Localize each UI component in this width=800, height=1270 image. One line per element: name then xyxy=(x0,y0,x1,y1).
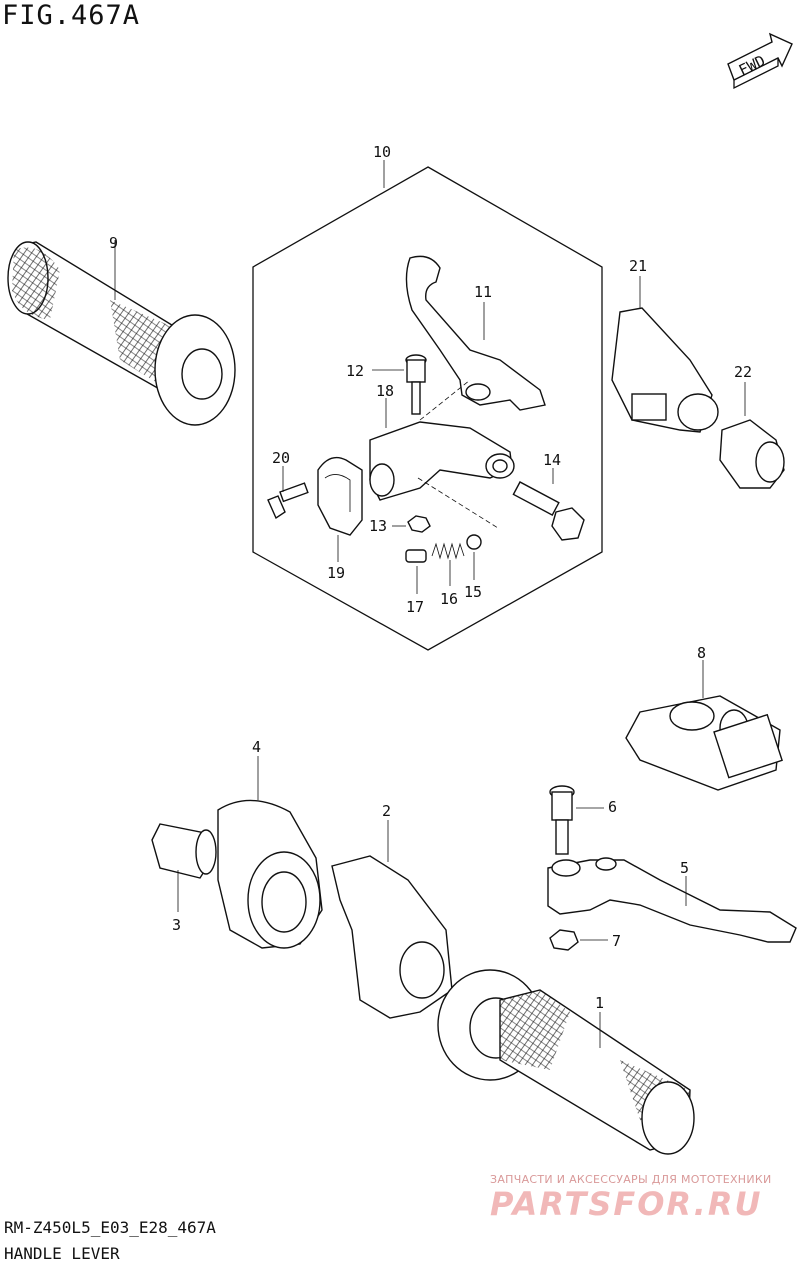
callout-17: 17 xyxy=(406,598,424,616)
callout-5: 5 xyxy=(680,859,689,877)
callout-11: 11 xyxy=(474,283,492,301)
part-5-brake-lever xyxy=(547,857,797,943)
section-name: HANDLE LEVER xyxy=(4,1244,120,1263)
callout-10: 10 xyxy=(373,143,391,161)
diagram-code: RM-Z450L5_E03_E28_467A xyxy=(4,1218,216,1237)
part-3-collar xyxy=(151,823,217,912)
assembly-guide-lines xyxy=(417,379,499,529)
part-15-ball xyxy=(466,534,482,580)
part-12-bolt xyxy=(372,354,427,415)
fwd-arrow-icon: FWD xyxy=(727,32,793,90)
part-13-nut xyxy=(392,515,431,533)
callout-14: 14 xyxy=(543,451,561,469)
callout-6: 6 xyxy=(608,798,617,816)
callout-2: 2 xyxy=(382,802,391,820)
callout-12: 12 xyxy=(346,362,364,380)
part-16-spring xyxy=(431,542,465,586)
callout-8: 8 xyxy=(697,644,706,662)
callout-labels: 10 9 11 12 18 20 14 13 19 15 16 17 21 22… xyxy=(109,143,752,1012)
part-2-throttle-cam xyxy=(331,820,453,1019)
callout-7: 7 xyxy=(612,932,621,950)
part-22-adjuster-nut xyxy=(719,382,785,489)
callout-3: 3 xyxy=(172,916,181,934)
callout-15: 15 xyxy=(464,583,482,601)
callout-1: 1 xyxy=(595,994,604,1012)
part-8-lever-cover xyxy=(625,660,783,791)
part-21-lever-boot xyxy=(611,276,719,433)
callout-20: 20 xyxy=(272,449,290,467)
callout-21: 21 xyxy=(629,257,647,275)
part-14-adjuster xyxy=(512,468,585,541)
figure-title: FIG.467A xyxy=(2,0,141,31)
part-7-nut xyxy=(549,929,608,951)
part-18-lever-holder xyxy=(369,398,515,501)
part-9-left-grip xyxy=(7,240,236,426)
watermark-tagline: ЗАПЧАСТИ И АКСЕССУАРЫ ДЛЯ МОТОТЕХНИКИ xyxy=(490,1173,772,1186)
callout-4: 4 xyxy=(252,738,261,756)
callout-13: 13 xyxy=(369,517,387,535)
assembly-boundary-hexagon xyxy=(252,160,603,651)
part-20-bolt xyxy=(267,466,309,520)
callout-9: 9 xyxy=(109,234,118,252)
part-11-clutch-lever xyxy=(405,255,546,411)
callout-19: 19 xyxy=(327,564,345,582)
part-4-throttle-housing xyxy=(217,756,323,949)
part-6-pivot-bolt xyxy=(549,785,604,855)
part-19-clamp xyxy=(317,456,363,562)
part-17-pin xyxy=(405,549,427,594)
callout-18: 18 xyxy=(376,382,394,400)
watermark-brand: PARTSFOR.RU xyxy=(490,1185,763,1223)
part-1-right-grip xyxy=(437,969,695,1155)
callout-22: 22 xyxy=(734,363,752,381)
callout-16: 16 xyxy=(440,590,458,608)
